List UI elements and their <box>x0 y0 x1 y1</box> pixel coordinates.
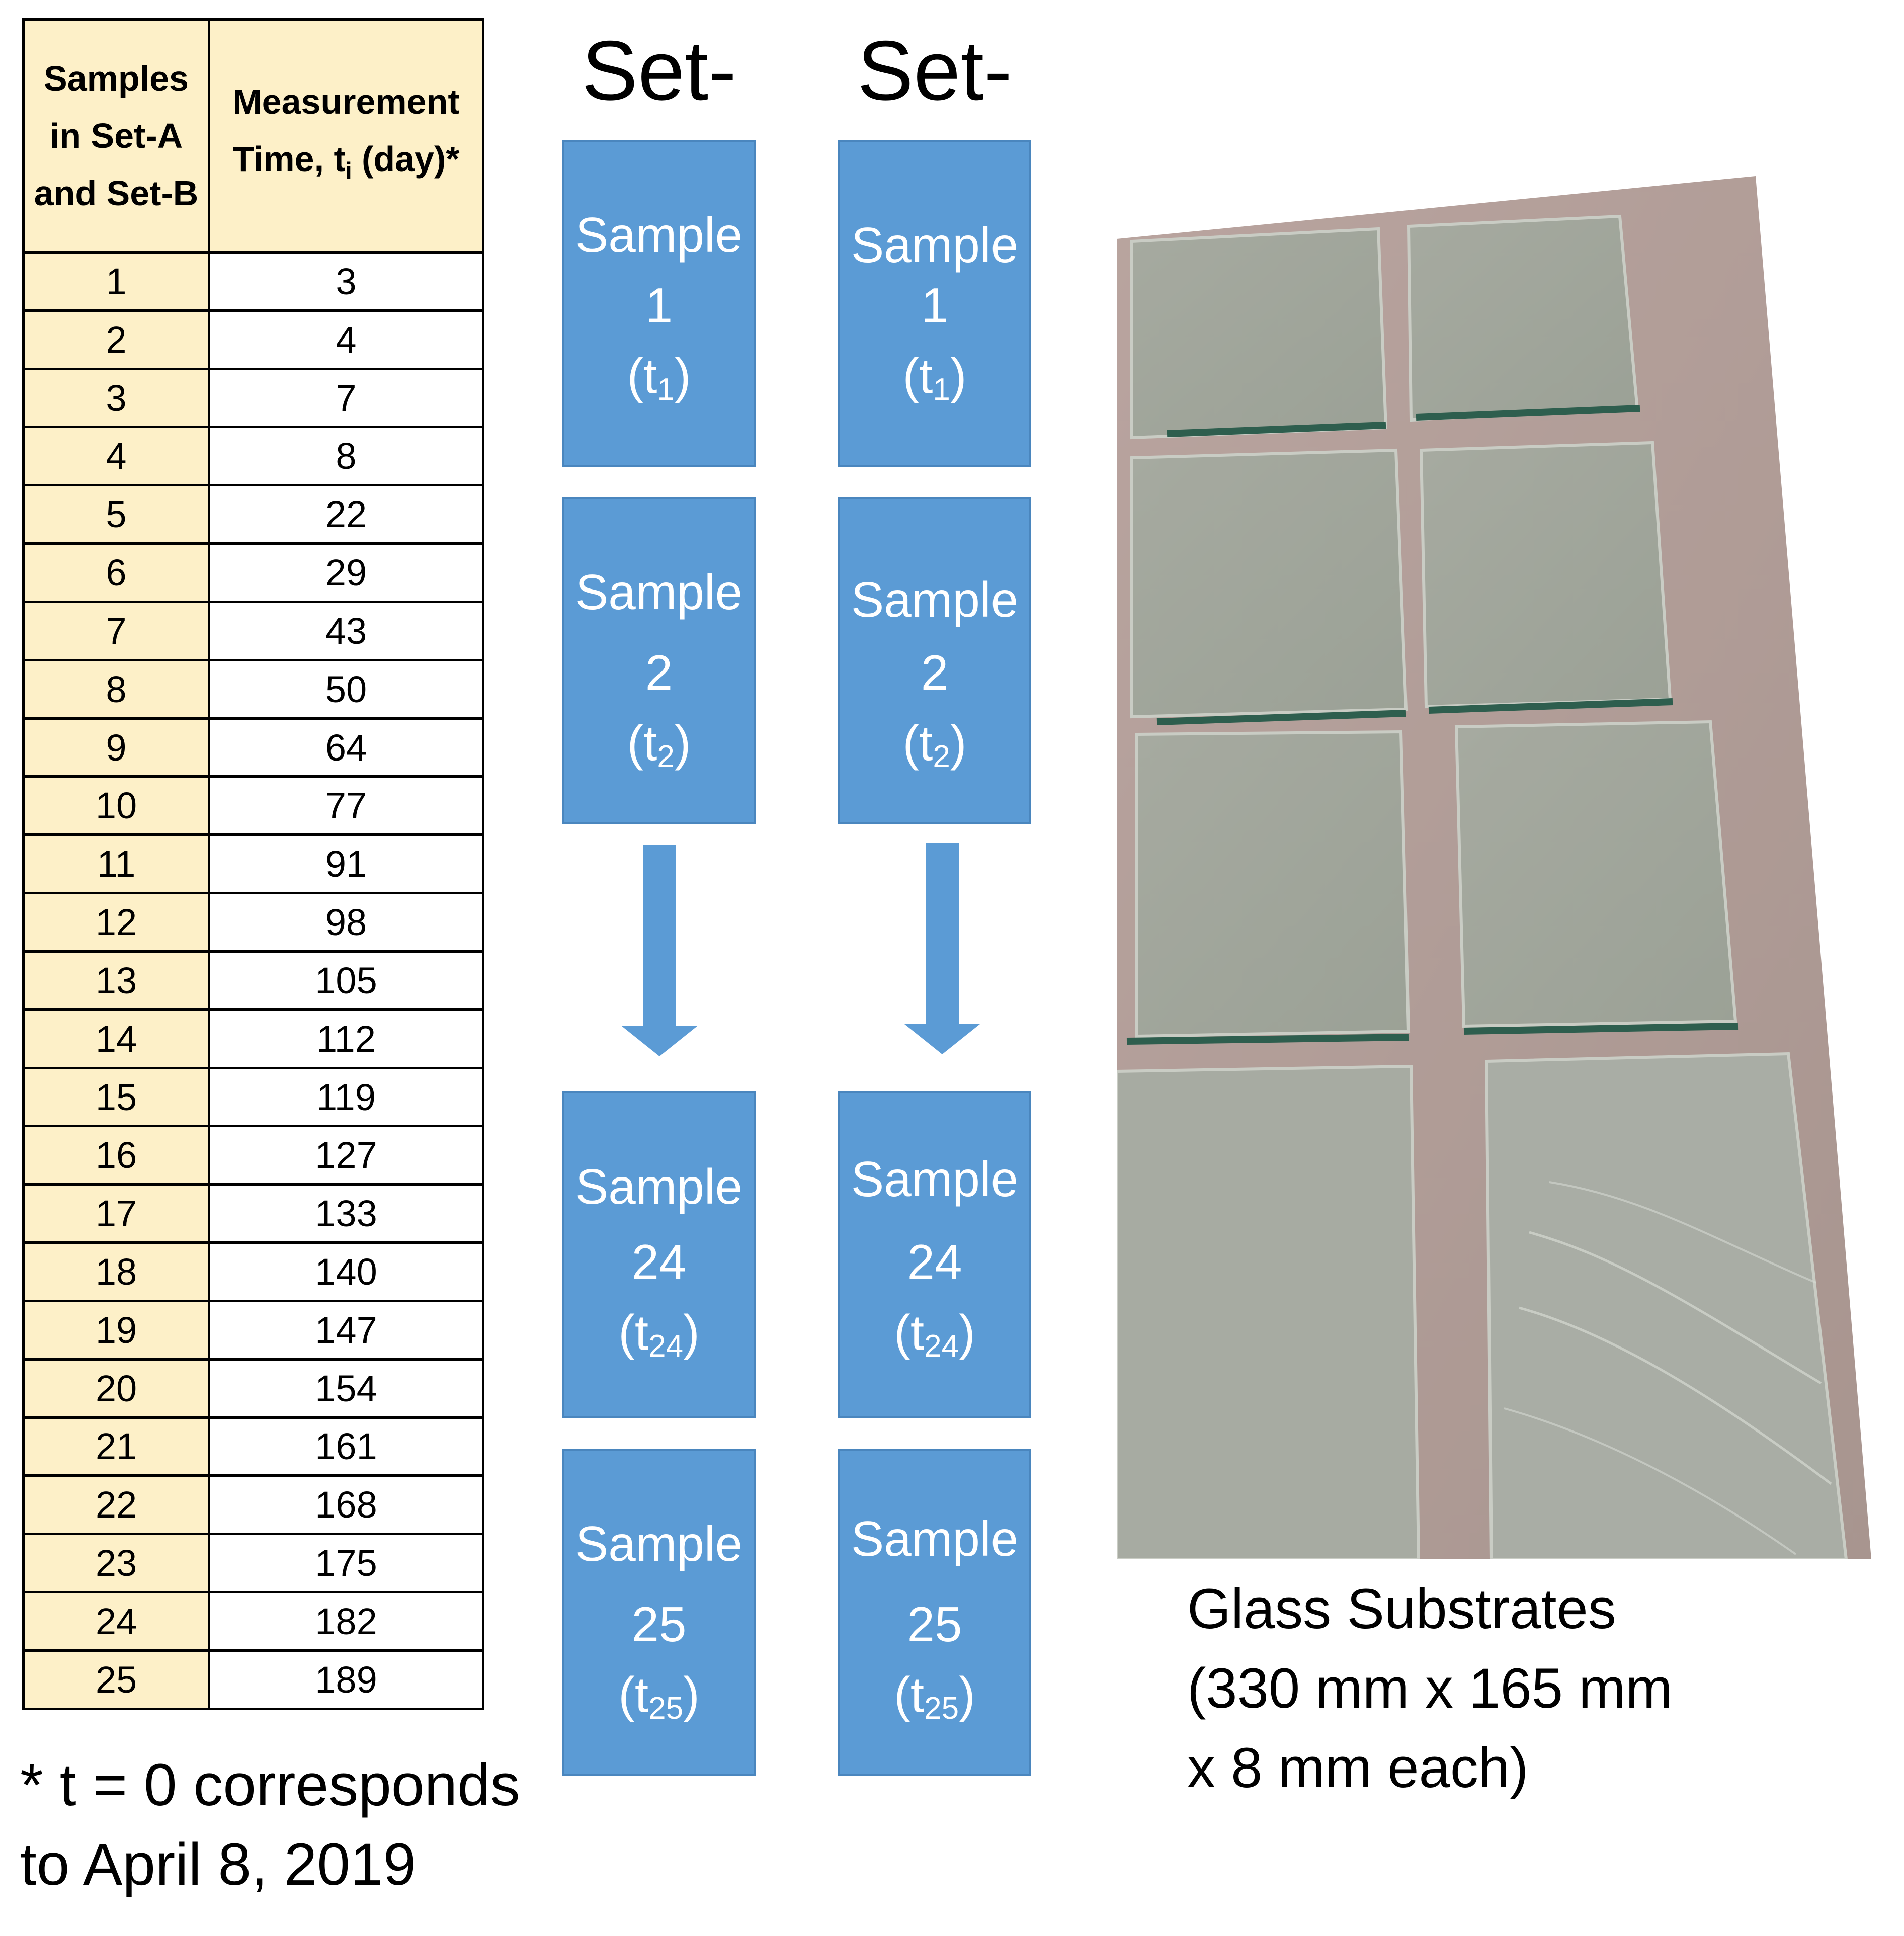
sample-number-cell: 17 <box>22 1183 210 1244</box>
sample-number-cell: 15 <box>22 1066 210 1128</box>
sample-number-cell: 19 <box>22 1299 210 1361</box>
sample-number-cell: 11 <box>22 833 210 895</box>
header-measurement-time: Measurement Time, ti (day)* <box>208 18 484 254</box>
sample-number-cell: 23 <box>22 1533 210 1594</box>
sample-number-cell: 3 <box>22 367 210 429</box>
header-samples: Samples in Set-A and Set-B <box>22 18 210 254</box>
sample-number-cell: 1 <box>22 251 210 312</box>
set-b-down-arrow-icon <box>622 845 697 1056</box>
measurement-time-cell: 147 <box>208 1299 484 1361</box>
measurement-time-cell: 161 <box>208 1416 484 1477</box>
measurement-time-cell: 127 <box>208 1125 484 1186</box>
measurement-time-cell: 3 <box>208 251 484 312</box>
set-a-sample-24-box: Sample 24 (t24) <box>838 1091 1031 1418</box>
measurement-time-cell: 7 <box>208 367 484 429</box>
measurement-time-cell: 4 <box>208 309 484 370</box>
set-a-sample-25-box: Sample 25 (t25) <box>838 1449 1031 1776</box>
measurement-time-cell: 105 <box>208 950 484 1011</box>
measurement-time-cell: 133 <box>208 1183 484 1244</box>
sample-number-cell: 4 <box>22 426 210 487</box>
set-b-sample-24-box: Sample 24 (t24) <box>562 1091 756 1418</box>
measurement-time-cell: 175 <box>208 1533 484 1594</box>
measurement-time-cell: 29 <box>208 542 484 603</box>
measurement-time-cell: 22 <box>208 484 484 545</box>
sample-number-cell: 6 <box>22 542 210 603</box>
sample-number-cell: 24 <box>22 1591 210 1652</box>
glass-substrates-photo <box>1117 176 1871 1559</box>
measurement-time-cell: 91 <box>208 833 484 895</box>
sample-number-cell: 18 <box>22 1241 210 1302</box>
table-header-row: Samples in Set-A and Set-B Measurement T… <box>22 18 484 254</box>
set-a-down-arrow-icon <box>904 843 980 1054</box>
set-b-sample-1-box: Sample 1 (t1) <box>562 140 756 467</box>
measurement-schedule-table: Samples in Set-A and Set-B Measurement T… <box>22 18 484 1711</box>
footnote: * t = 0 corresponds to April 8, 2019 <box>20 1752 520 1898</box>
measurement-time-cell: 64 <box>208 717 484 778</box>
sample-number-cell: 14 <box>22 1008 210 1069</box>
measurement-time-cell: 189 <box>208 1649 484 1711</box>
measurement-time-cell: 119 <box>208 1066 484 1128</box>
measurement-time-cell: 168 <box>208 1474 484 1536</box>
set-b-sample-25-box: Sample 25 (t25) <box>562 1449 756 1776</box>
measurement-time-cell: 43 <box>208 600 484 661</box>
photo-caption: Glass Substrates (330 mm x 165 mm x 8 mm… <box>1187 1577 1673 1799</box>
sample-number-cell: 21 <box>22 1416 210 1477</box>
measurement-time-cell: 8 <box>208 426 484 487</box>
measurement-time-cell: 98 <box>208 892 484 953</box>
sample-number-cell: 2 <box>22 309 210 370</box>
set-a-sample-2-box: Sample 2 (t2) <box>838 497 1031 824</box>
sample-number-cell: 8 <box>22 658 210 720</box>
measurement-time-cell: 182 <box>208 1591 484 1652</box>
sample-number-cell: 22 <box>22 1474 210 1536</box>
set-a-sample-1-box: Sample 1 (t1) <box>838 140 1031 467</box>
measurement-time-cell: 154 <box>208 1358 484 1419</box>
sample-number-cell: 9 <box>22 717 210 778</box>
measurement-time-cell: 140 <box>208 1241 484 1302</box>
set-b-sample-2-box: Sample 2 (t2) <box>562 497 756 824</box>
measurement-time-cell: 77 <box>208 775 484 836</box>
sample-number-cell: 7 <box>22 600 210 661</box>
sample-number-cell: 5 <box>22 484 210 545</box>
sample-number-cell: 16 <box>22 1125 210 1186</box>
sample-number-cell: 25 <box>22 1649 210 1711</box>
measurement-time-cell: 50 <box>208 658 484 720</box>
sample-number-cell: 12 <box>22 892 210 953</box>
sample-number-cell: 20 <box>22 1358 210 1419</box>
sample-number-cell: 10 <box>22 775 210 836</box>
sample-number-cell: 13 <box>22 950 210 1011</box>
measurement-time-cell: 112 <box>208 1008 484 1069</box>
